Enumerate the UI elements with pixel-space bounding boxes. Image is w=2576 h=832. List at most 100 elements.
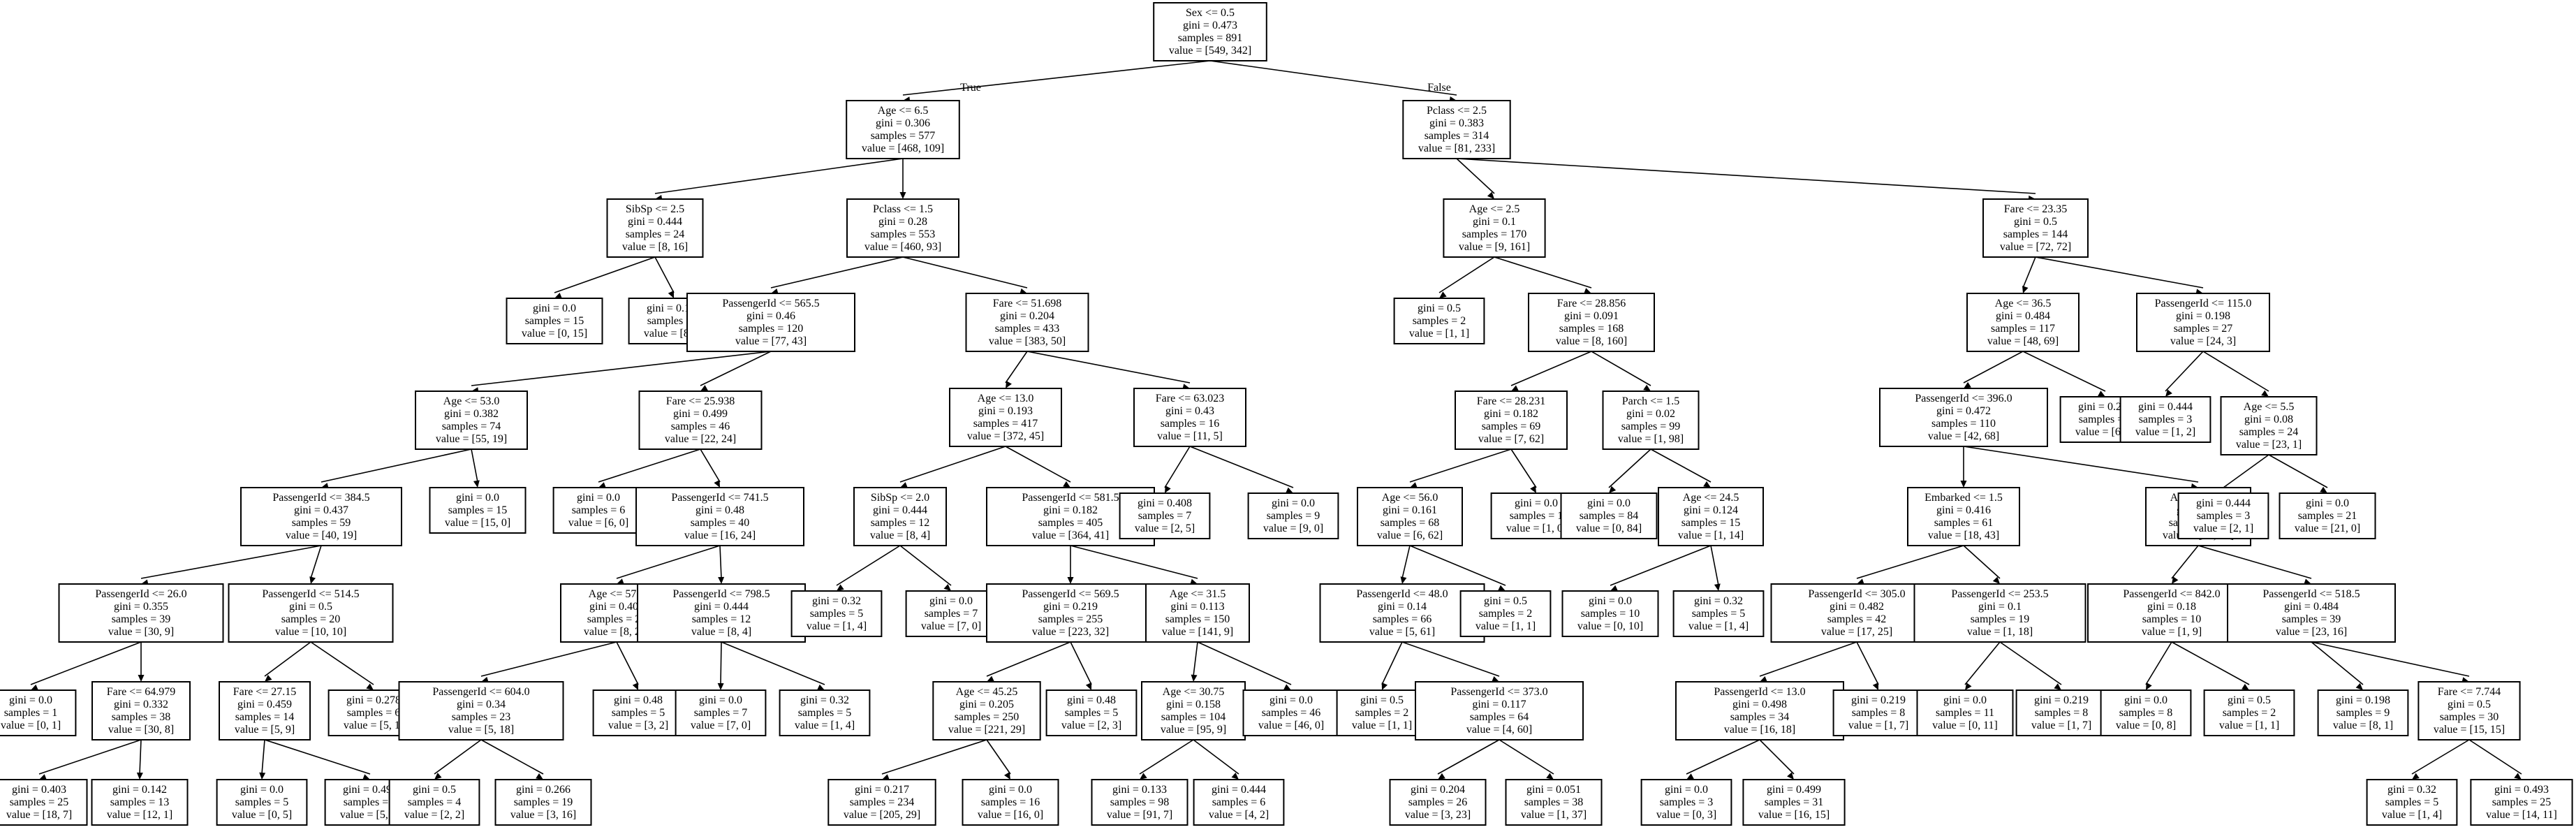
tree-node-line: gini = 0.161: [1383, 504, 1437, 516]
tree-node-box: [1672, 590, 1765, 637]
tree-node-line: gini = 0.133: [1112, 784, 1167, 796]
tree-node-line: samples = 9: [344, 796, 397, 808]
tree-node-line: value = [1, 37]: [1521, 809, 1587, 821]
tree-edge: [1193, 739, 1239, 775]
tree-edge: [1650, 448, 1712, 483]
tree-node-line: PassengerId <= 741.5: [671, 492, 768, 504]
tree-edge-arrowhead: [362, 774, 370, 780]
tree-edge-arrowhead: [1643, 384, 1651, 391]
tree-node-line: value = [8, 1]: [2333, 720, 2393, 731]
tree-node-line: value = [141, 9]: [1162, 626, 1233, 638]
tree-node-box: [1528, 293, 1655, 352]
tree-node-box: [1319, 583, 1485, 643]
tree-node-line: Pclass <= 2.5: [1427, 105, 1487, 117]
tree-edge-arrowhead: [39, 774, 47, 780]
tree-edge: [1591, 351, 1651, 386]
tree-edge-arrowhead: [2304, 578, 2311, 585]
tree-node-line: gini = 0.459: [237, 699, 292, 710]
tree-edge-arrowhead: [1714, 583, 1721, 591]
tree-node-box: [1907, 487, 2020, 546]
tree-node-line: Sex <= 0.5: [1186, 7, 1235, 19]
tree-node-line: gini = 0.43: [1165, 405, 1214, 417]
tree-edge-arrowhead: [1760, 676, 1767, 683]
tree-node-line: gini = 0.403: [12, 784, 66, 796]
tree-node-box: [1561, 590, 1659, 637]
tree-node-line: value = [3, 2]: [608, 720, 668, 731]
tree-node-line: samples = 234: [850, 796, 915, 808]
tree-node-box: [1602, 391, 1700, 450]
tree-node-line: value = [0, 8]: [2116, 720, 2176, 731]
tree-edge: [719, 545, 722, 579]
tree-node-line: samples = 5: [798, 707, 852, 719]
tree-edge: [471, 448, 478, 483]
tree-edge: [2411, 739, 2470, 775]
tree-edge: [2145, 641, 2172, 685]
tree-node-box: [91, 681, 191, 740]
tree-edge-arrowhead: [1400, 576, 1407, 584]
tree-edge: [1759, 641, 1857, 677]
tree-node-line: samples = 25: [10, 796, 69, 808]
tree-edge: [1963, 446, 2199, 483]
tree-edge: [616, 641, 639, 685]
tree-node-line: gini = 0.1: [1473, 216, 1516, 228]
tree-node-line: gini = 0.494: [343, 784, 397, 796]
tree-node-line: value = [3, 23]: [1405, 809, 1471, 821]
tree-edge: [1437, 739, 1500, 775]
tree-node-line: samples = 46: [1262, 707, 1321, 719]
tree-edge-arrowhead: [1992, 576, 2000, 584]
tree-node-line: gini = 0.484: [2284, 601, 2339, 613]
tree-node-box: [91, 779, 189, 826]
tree-edge: [1401, 641, 1500, 677]
tree-node-line: samples = 66: [1373, 613, 1432, 625]
tree-node-line: value = [8, 4]: [870, 530, 930, 541]
tree-node-line: PassengerId <= 518.5: [2262, 588, 2360, 600]
tree-node-line: gini = 0.32: [812, 595, 861, 607]
tree-node-line: value = [12, 1]: [107, 809, 172, 821]
tree-edge-arrowhead: [265, 675, 272, 682]
tree-edge-arrowhead: [2320, 486, 2327, 493]
tree-node-line: gini = 0.113: [1170, 601, 1224, 613]
tree-node-box: [1141, 681, 1246, 740]
tree-node-line: value = [91, 7]: [1107, 809, 1172, 821]
tree-node-line: value = [1, 2]: [2135, 426, 2195, 438]
tree-node-line: value = [372, 45]: [967, 430, 1044, 442]
tree-node-line: gini = 0.48: [614, 694, 663, 706]
tree-node-line: gini = 0.444: [2138, 401, 2193, 413]
tree-node-line: value = [1, 4]: [795, 720, 855, 731]
tree-edge-arrowhead: [2355, 683, 2363, 690]
tree-edge-label: True: [960, 82, 981, 94]
tree-edge: [1209, 60, 1457, 96]
tree-node-box: [962, 779, 1059, 826]
tree-node-line: samples = 15: [1681, 517, 1741, 529]
tree-edge-arrowhead: [1004, 772, 1010, 780]
tree-node-line: value = [18, 7]: [6, 809, 72, 821]
tree-edge: [1856, 545, 1964, 579]
tree-node-line: value = [8, 20]: [584, 626, 649, 638]
tree-node-line: samples = 553: [871, 228, 936, 240]
tree-node-line: samples = 21: [2298, 510, 2357, 522]
tree-edge-arrowhead: [882, 774, 890, 780]
tree-node-line: samples = 68: [1381, 517, 1440, 529]
tree-edge-arrowhead: [2165, 389, 2172, 397]
tree-node-box: [2220, 396, 2318, 455]
tree-node-line: value = [1, 18]: [1967, 626, 2033, 638]
tree-edge: [2165, 351, 2204, 392]
tree-node-line: gini = 0.444: [1212, 784, 1266, 796]
tree-node-line: samples = 120: [739, 323, 804, 335]
tree-node-line: Fare <= 27.15: [233, 686, 296, 698]
tree-node-box: [1247, 492, 1339, 539]
tree-edge-arrowhead: [434, 773, 442, 780]
